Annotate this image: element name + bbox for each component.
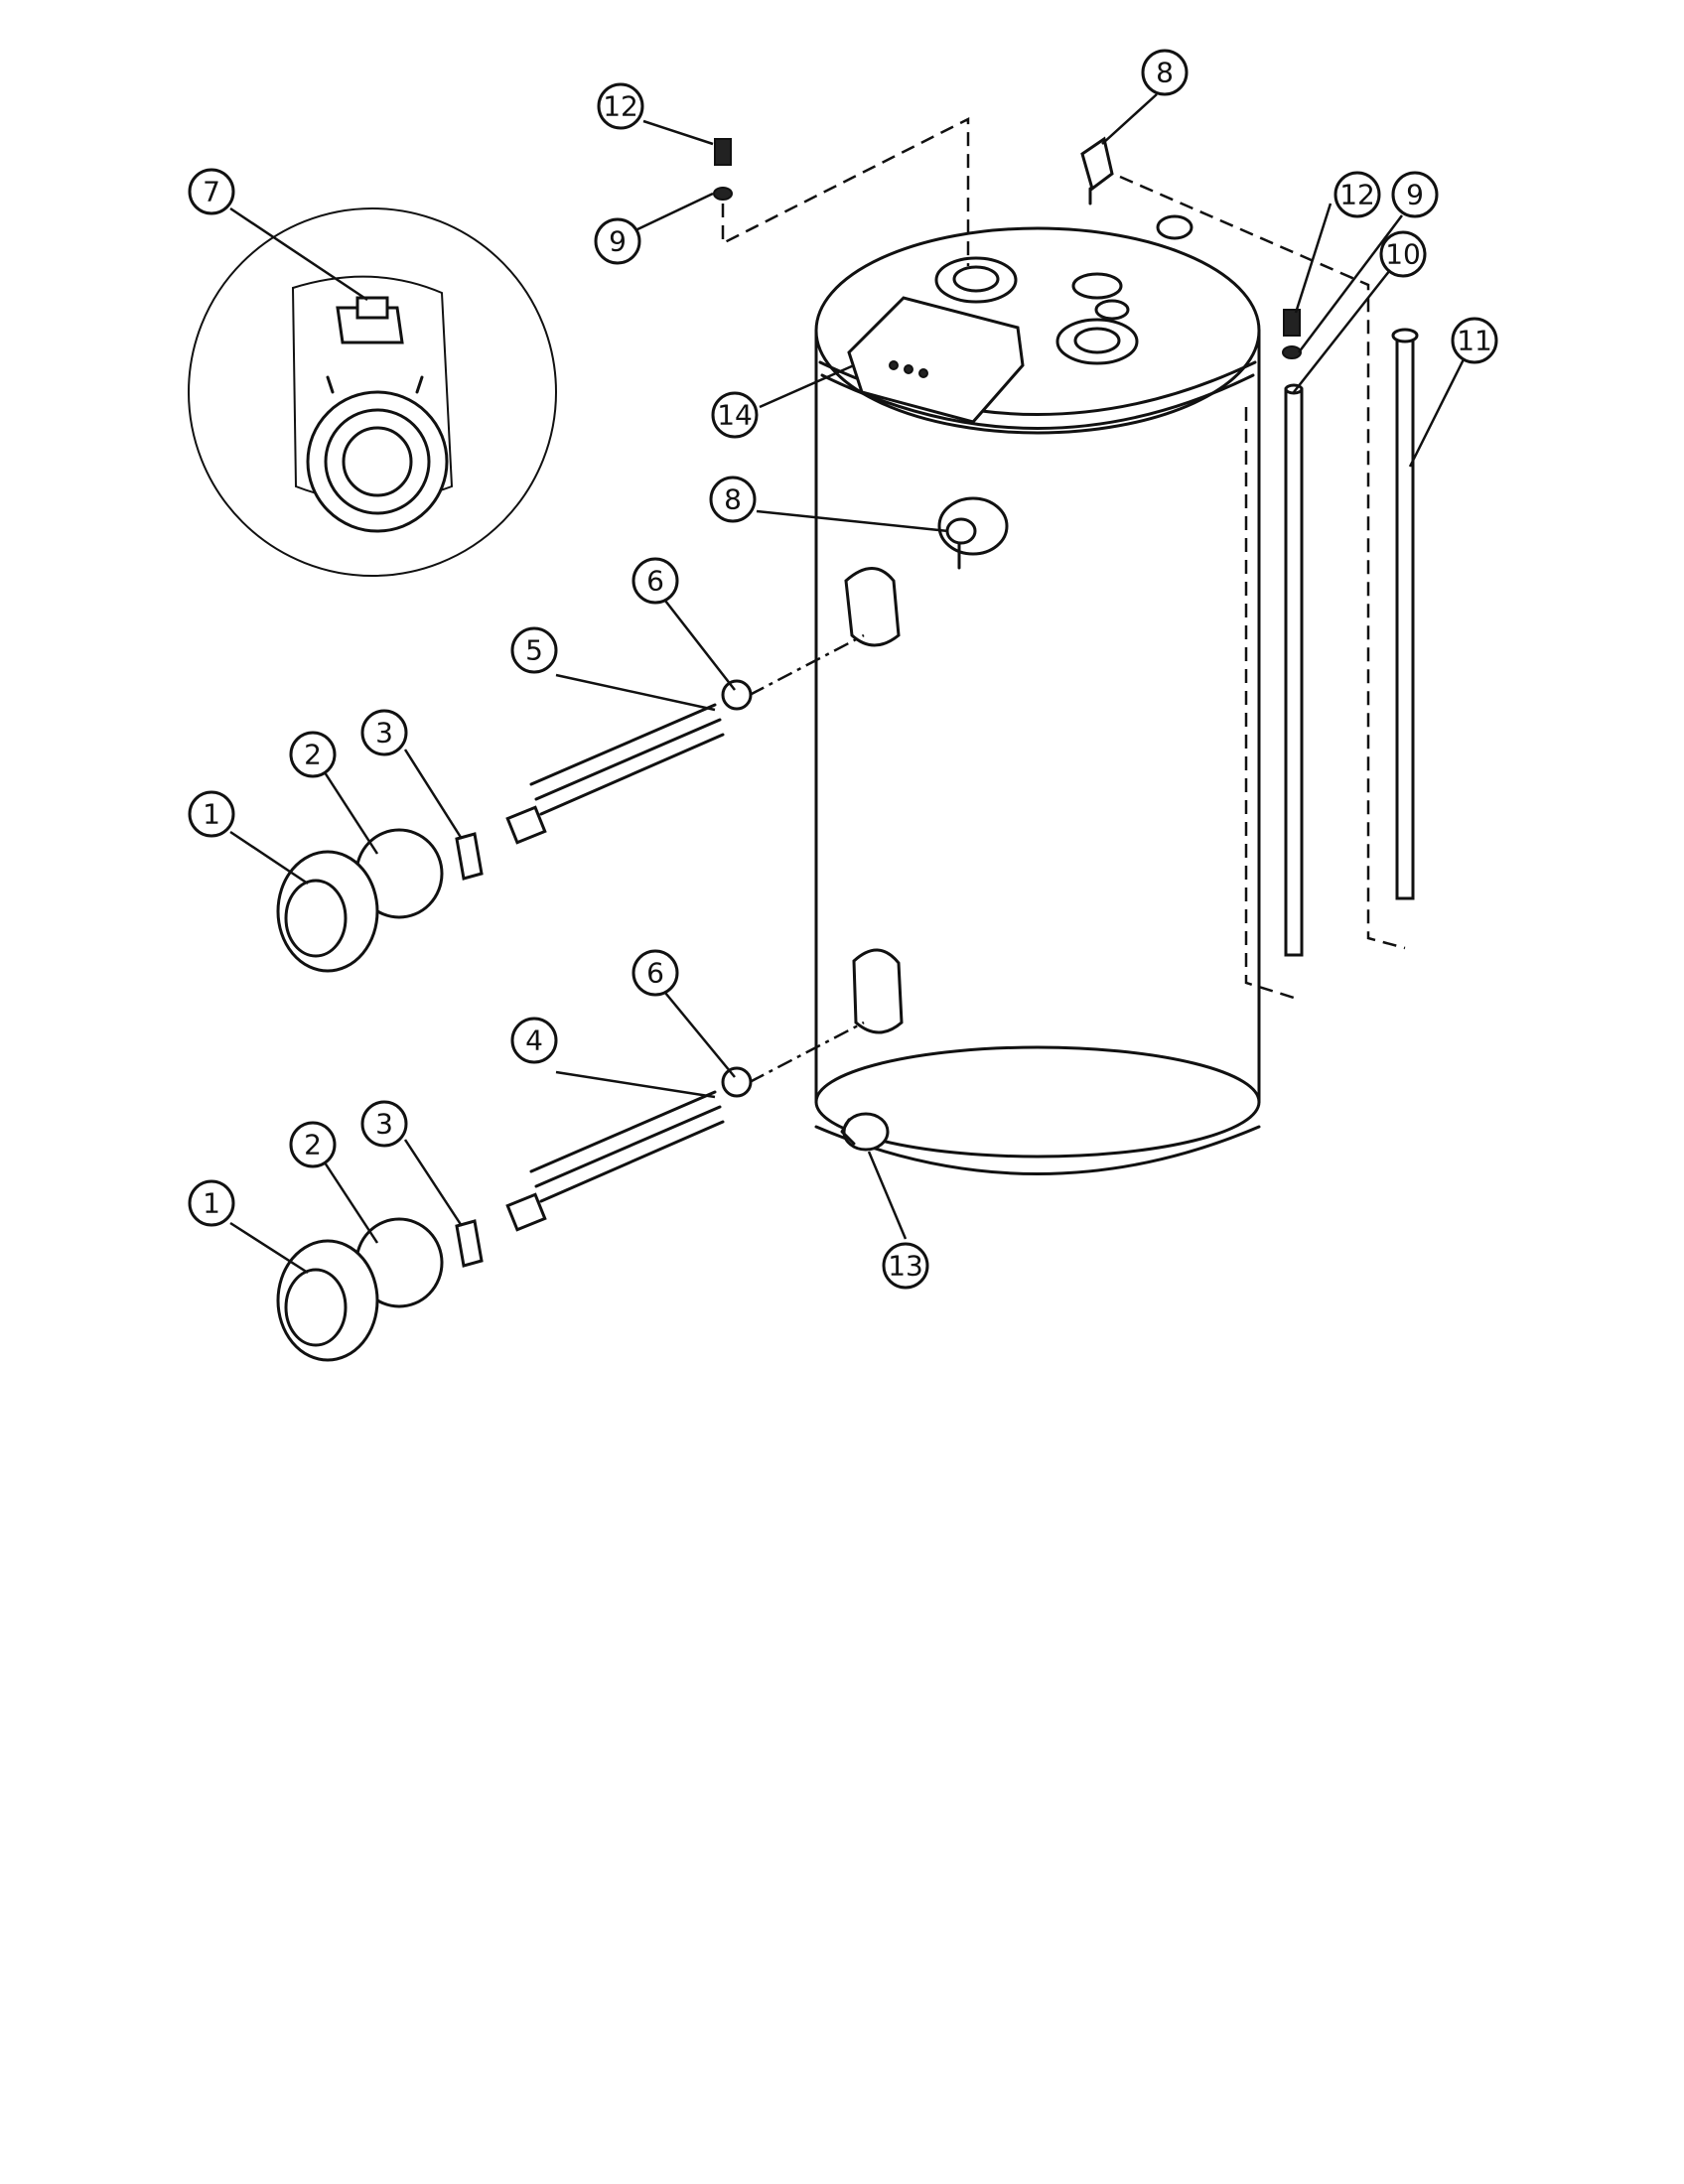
leader-lines <box>229 93 1467 1275</box>
callout-1: 1 <box>188 790 235 838</box>
callout-14: 14 <box>711 391 759 439</box>
callout-label: 11 <box>1457 325 1492 357</box>
callout-label: 6 <box>646 957 664 990</box>
callout-label: 4 <box>525 1024 543 1057</box>
callout-label: 1 <box>203 1187 220 1220</box>
callout-2: 2 <box>289 731 337 778</box>
thermostat-cover <box>847 296 1025 424</box>
upper-element-assembly <box>276 679 753 973</box>
callout-label: 12 <box>603 90 638 123</box>
callout-label: 2 <box>304 739 322 771</box>
callout-label: 9 <box>1406 179 1424 211</box>
callout-label: 3 <box>375 1108 393 1141</box>
callout-9: 9 <box>594 217 641 265</box>
callout-12: 12 <box>597 82 644 130</box>
callout-9: 9 <box>1391 171 1439 218</box>
callout-label: 8 <box>724 483 742 516</box>
callout-label: 8 <box>1156 57 1174 89</box>
upper-element-port <box>844 567 901 647</box>
callout-label: 13 <box>888 1250 923 1283</box>
callout-label: 7 <box>203 176 220 208</box>
callout-10: 10 <box>1379 230 1427 278</box>
callout-12: 12 <box>1333 171 1381 218</box>
callout-2: 2 <box>289 1121 337 1168</box>
lower-element-assembly <box>276 1066 753 1362</box>
lower-element-port <box>852 948 904 1034</box>
callout-11: 11 <box>1451 317 1498 364</box>
callout-label: 6 <box>646 565 664 598</box>
callout-label: 9 <box>609 225 627 258</box>
callout-4: 4 <box>510 1017 558 1064</box>
nipple-left <box>713 138 733 201</box>
callout-8: 8 <box>709 476 757 523</box>
callout-3: 3 <box>360 1100 408 1148</box>
callout-8: 8 <box>1141 49 1189 96</box>
callout-13: 13 <box>882 1242 929 1290</box>
callout-label: 1 <box>203 798 220 831</box>
detail-bubble-thermostat <box>188 207 557 577</box>
top-relief-valve <box>1080 136 1114 205</box>
callout-label: 12 <box>1339 179 1375 211</box>
callout-label: 2 <box>304 1129 322 1161</box>
callout-7: 7 <box>188 168 235 215</box>
callout-6: 6 <box>632 949 679 997</box>
callout-label: 14 <box>717 399 753 432</box>
drain-valve <box>840 1112 890 1152</box>
relief-valve-port <box>937 496 1009 570</box>
anode-rod-11 <box>1391 328 1419 900</box>
callout-1: 1 <box>188 1179 235 1227</box>
nipple-right <box>1282 309 1302 359</box>
callout-3: 3 <box>360 709 408 756</box>
assembly-lines <box>721 116 1406 1084</box>
tank-top-fittings <box>934 214 1193 365</box>
callout-5: 5 <box>510 626 558 674</box>
callout-label: 3 <box>375 717 393 750</box>
callout-label: 5 <box>525 634 543 667</box>
anode-rod-10 <box>1284 383 1304 957</box>
callout-6: 6 <box>632 557 679 605</box>
callout-label: 10 <box>1385 238 1421 271</box>
